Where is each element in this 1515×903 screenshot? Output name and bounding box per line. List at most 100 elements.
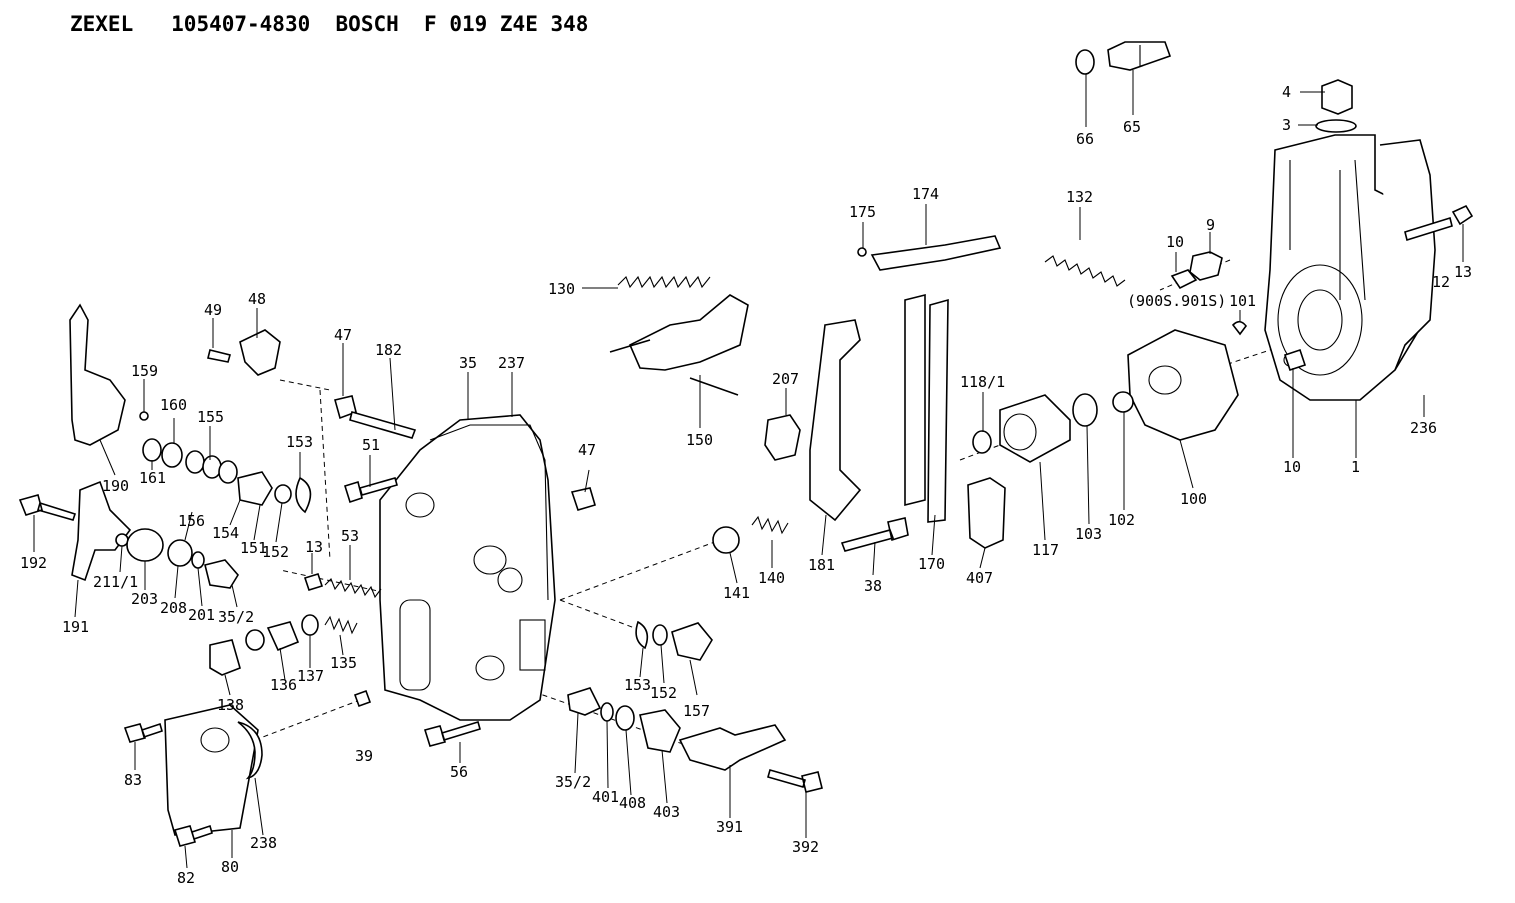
part-labels: 4 3 66 65 175 174 132 9 10 13 12 (900S.9… xyxy=(20,83,1472,887)
lever-191 xyxy=(71,480,132,582)
label-153-top: 153 xyxy=(286,433,313,451)
drum-117 xyxy=(999,394,1071,463)
sleeve-137 xyxy=(266,621,300,652)
pin-159 xyxy=(139,411,149,421)
plug-35-2-left xyxy=(204,559,239,589)
label-192: 192 xyxy=(20,554,47,572)
bolt-47-top xyxy=(334,395,357,420)
label-152-top: 152 xyxy=(262,543,289,561)
ring-211-1 xyxy=(115,533,129,547)
spring-140 xyxy=(751,515,789,535)
label-66: 66 xyxy=(1076,130,1094,148)
screw-192 xyxy=(18,494,77,521)
label-103: 103 xyxy=(1075,525,1102,543)
header-zexel-number: 105407-4830 xyxy=(171,12,311,36)
label-211-1: 211/1 xyxy=(93,573,138,591)
sleeve-403 xyxy=(639,709,681,753)
label-156: 156 xyxy=(178,512,205,530)
ring-137b xyxy=(301,614,319,636)
label-83: 83 xyxy=(124,771,142,789)
label-208: 208 xyxy=(160,599,187,617)
bolt-10-bottom xyxy=(1283,348,1307,372)
label-155: 155 xyxy=(197,408,224,426)
lever-150 xyxy=(609,294,749,396)
label-65: 65 xyxy=(1123,118,1141,136)
key-101 xyxy=(1231,320,1248,336)
spring-135 xyxy=(324,615,358,635)
label-82: 82 xyxy=(177,869,195,887)
label-182: 182 xyxy=(375,341,402,359)
label-132: 132 xyxy=(1066,188,1093,206)
ring-154 xyxy=(274,484,292,504)
label-9: 9 xyxy=(1206,216,1215,234)
ring-408 xyxy=(615,705,635,731)
label-203: 203 xyxy=(131,590,158,608)
label-1: 1 xyxy=(1351,458,1360,476)
label-10-top: 10 xyxy=(1166,233,1184,251)
label-117: 117 xyxy=(1032,541,1059,559)
bracket-48 xyxy=(239,329,281,376)
block-207 xyxy=(764,414,801,461)
label-56: 56 xyxy=(450,763,468,781)
o-ring-401 xyxy=(600,702,614,722)
o-ring-3 xyxy=(1315,119,1357,133)
lever-391 xyxy=(678,724,787,771)
label-401: 401 xyxy=(592,788,619,806)
label-403: 403 xyxy=(653,803,680,821)
label-53: 53 xyxy=(341,527,359,545)
header-maker: BOSCH xyxy=(335,12,399,36)
label-118-1: 118/1 xyxy=(960,373,1005,391)
label-13-right: 13 xyxy=(1454,263,1472,281)
bolt-47-right xyxy=(570,487,596,511)
bolt-392 xyxy=(767,769,823,793)
label-900s-901s: (900S.901S) xyxy=(1127,292,1226,310)
label-392: 392 xyxy=(792,838,819,856)
label-47-top: 47 xyxy=(334,326,352,344)
label-3: 3 xyxy=(1282,116,1291,134)
fitting-65 xyxy=(1107,41,1172,71)
lever-181 xyxy=(809,319,862,522)
label-161: 161 xyxy=(139,469,166,487)
label-100: 100 xyxy=(1180,490,1207,508)
label-170: 170 xyxy=(918,555,945,573)
nut-13-right xyxy=(1451,204,1474,226)
sleeve-157 xyxy=(671,622,713,661)
label-191: 191 xyxy=(62,618,89,636)
gasket-238 xyxy=(237,721,263,780)
governor-cover-35 xyxy=(379,414,556,721)
label-151: 151 xyxy=(240,539,267,557)
label-49: 49 xyxy=(204,301,222,319)
clip-153-top xyxy=(295,476,312,514)
label-407: 407 xyxy=(966,569,993,587)
block-407 xyxy=(967,477,1006,549)
label-35: 35 xyxy=(459,354,477,372)
label-207: 207 xyxy=(772,370,799,388)
label-4: 4 xyxy=(1282,83,1291,101)
lever-190 xyxy=(69,303,126,446)
plug-4 xyxy=(1321,79,1353,115)
spring-53 xyxy=(324,578,382,599)
label-137: 137 xyxy=(297,667,324,685)
label-80: 80 xyxy=(221,858,239,876)
ring-103 xyxy=(1072,393,1098,427)
label-153-bottom: 153 xyxy=(624,676,651,694)
label-201: 201 xyxy=(188,606,215,624)
label-10-bottom: 10 xyxy=(1283,458,1301,476)
spring-130 xyxy=(617,275,711,289)
pin-175 xyxy=(857,247,867,257)
coupling-100 xyxy=(1127,329,1239,441)
bolt-51 xyxy=(343,477,398,504)
label-160: 160 xyxy=(160,396,187,414)
seal-set-160-161-155 xyxy=(142,438,238,484)
plug-35-2-bottom xyxy=(567,687,602,716)
label-150: 150 xyxy=(686,431,713,449)
o-ring-152-bottom xyxy=(652,624,668,646)
lever-170 xyxy=(904,293,949,523)
clip-153-bottom xyxy=(635,620,649,650)
label-138: 138 xyxy=(217,696,244,714)
cover-80 xyxy=(164,704,259,836)
label-190: 190 xyxy=(102,477,129,495)
label-154: 154 xyxy=(212,524,239,542)
block-9 xyxy=(1189,251,1223,281)
